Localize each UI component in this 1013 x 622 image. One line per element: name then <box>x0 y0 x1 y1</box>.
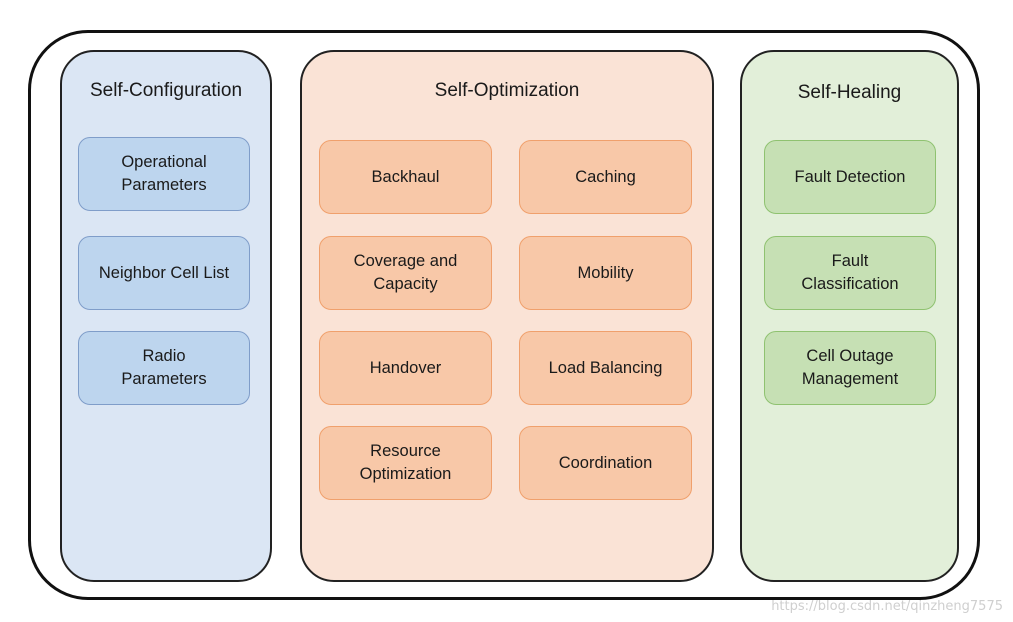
self-healing-title: Self-Healing <box>797 82 902 103</box>
mobility-box: Mobility <box>519 236 692 310</box>
fault-detection-box: Fault Detection <box>764 140 936 214</box>
operational-parameters-box: Operational Parameters <box>78 137 250 211</box>
fault-classification-box: Fault Classification <box>764 236 936 310</box>
resource-optimization-box: Resource Optimization <box>319 426 492 500</box>
self-optimization-title: Self-Optimization <box>434 80 580 101</box>
self-configuration-panel: Self-Configuration <box>60 50 272 582</box>
self-configuration-title: Self-Configuration <box>89 80 243 101</box>
coordination-box: Coordination <box>519 426 692 500</box>
backhaul-box: Backhaul <box>319 140 492 214</box>
self-optimization-panel: Self-Optimization <box>300 50 714 582</box>
self-healing-panel: Self-Healing <box>740 50 959 582</box>
load-balancing-box: Load Balancing <box>519 331 692 405</box>
radio-parameters-box: Radio Parameters <box>78 331 250 405</box>
neighbor-cell-list-box: Neighbor Cell List <box>78 236 250 310</box>
handover-box: Handover <box>319 331 492 405</box>
cell-outage-management-box: Cell Outage Management <box>764 331 936 405</box>
watermark-text: https://blog.csdn.net/qinzheng7575 <box>771 599 1003 614</box>
caching-box: Caching <box>519 140 692 214</box>
coverage-capacity-box: Coverage and Capacity <box>319 236 492 310</box>
